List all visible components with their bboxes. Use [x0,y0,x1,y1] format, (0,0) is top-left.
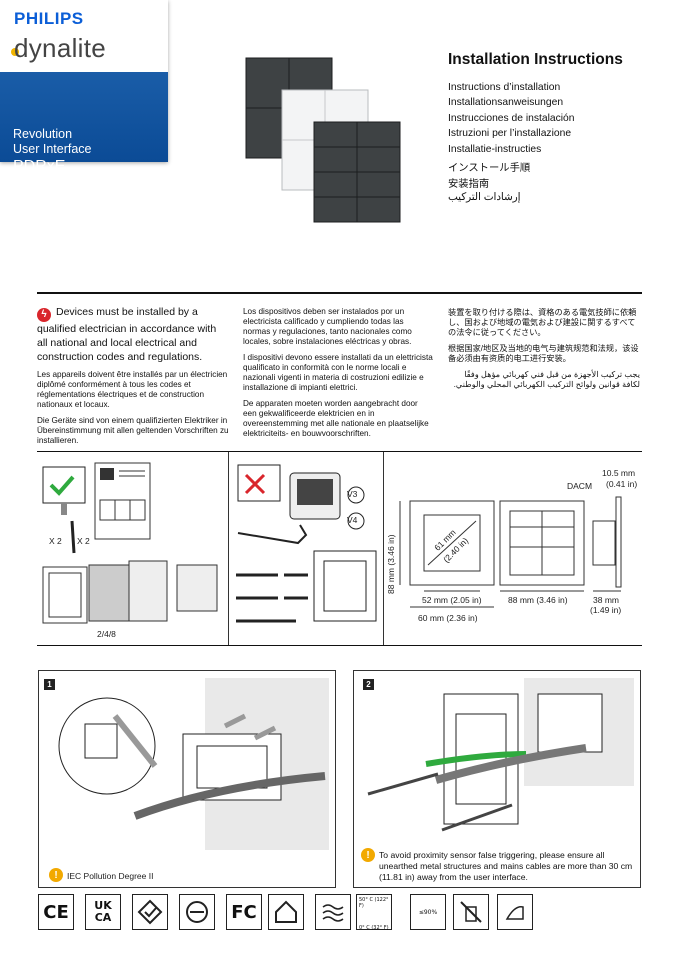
warning-ar: يجب تركيب الأجهزة من قبل فني كهربائي مؤه… [453,370,640,389]
temp-high: 50° C (122° F) [359,897,389,909]
lang-nl: Installatie-instructies [448,144,542,155]
screws-count-a: X 2 [49,536,62,546]
step-1-panel [38,670,336,888]
width-52: 52 mm (2.05 in) [422,595,482,605]
subtitle-line1: Revolution [13,127,73,141]
width-88: 88 mm (3.46 in) [508,595,568,605]
depth-10-5: 10.5 mm [602,468,636,478]
ce-mark-icon: CE [38,894,74,930]
temperature-range-icon: 50° C (122° F) 0° C (32° F) [356,894,392,931]
step-2-badge: 2 [363,679,374,690]
dynalite-logo: dynalite [14,33,107,63]
no-cleaning-spray-icon [453,894,489,930]
lang-ar: إرشادات التركيب [448,192,521,203]
proximity-warning-icon: ! [361,848,375,862]
warning-en: Devices must be installed by a qualified… [37,306,217,363]
depth-38: 38 mm [593,595,619,605]
step-1-illustration [58,678,329,850]
warning-ja: 装置を取り付ける際は、資格のある電気技師に依頼し、国および地域の電気および建設に… [448,308,637,337]
warning-col-2: Los dispositivos deben ser instalados po… [243,307,433,445]
lang-es: Instrucciones de instalación [448,113,575,124]
humidity-icon: ≤90% [410,894,446,930]
airflow-icon [315,894,351,930]
model-name: PDRxE [13,158,66,175]
lang-ja: インストール手順 [448,163,531,174]
step-1-badge: 1 [44,679,55,690]
rcm-mark-icon [132,894,168,930]
depth-10-5-in: (0.41 in) [606,479,638,489]
fcc-mark-icon: FC [226,894,262,930]
lang-de: Installationsanweisungen [448,97,564,108]
cleaning-cloth-icon [497,894,533,930]
screws-count-b: X 2 [77,536,90,546]
proximity-note: To avoid proximity sensor false triggeri… [379,850,633,882]
variant-v4: V4 [347,515,358,525]
divider-v1 [228,452,229,645]
warning-col-3: 装置を取り付ける際は、資格のある電気技師に依頼し、国および地域の電気および建設に… [448,308,640,396]
keypad-variants: 2/4/8 [97,629,116,639]
temp-low: 0° C (32° F) [359,925,389,931]
variant-v3: V3 [347,489,358,499]
warning-nl: De apparaten moeten worden aangebracht d… [243,399,429,438]
indoor-use-icon [268,894,304,930]
divider-top [37,292,642,294]
warning-de: Die Geräte sind von einem qualifizierten… [37,416,229,445]
warning-fr: Les appareils doivent être installés par… [37,370,228,409]
subtitle-line2: User Interface [13,142,92,156]
pollution-degree: IEC Pollution Degree II [67,871,154,881]
warning-it: I dispositivi devono essere installati d… [243,353,433,392]
china-rohs-icon [179,894,215,930]
philips-logo: PHILIPS [14,9,84,28]
warning-zh: 根据国家/地区及当地的电气与建筑规范和法规，该设备必须由有资质的电工进行安装。 [448,344,639,363]
tools-illustration [236,464,377,623]
divider-lower [37,645,642,646]
dimensions-drawing [399,496,622,608]
electrical-hazard-icon: ϟ [37,308,51,322]
brand-top: PHILIPS dynalite [0,0,168,72]
step-2-panel [353,670,641,888]
lang-fr: Instructions d’installation [448,82,561,93]
ukca-mark-icon: UK CA [85,894,121,930]
lang-zh: 安装指南 [448,179,490,190]
brand-band: PDRxE [0,72,168,175]
warning-es: Los dispositivos deben ser instalados po… [243,307,412,346]
humidity-limit: ≤90% [418,908,438,916]
product-illustration [245,57,401,223]
dacm-label: DACM [567,481,593,491]
page-title: Installation Instructions [448,51,623,68]
width-60: 60 mm (2.36 in) [418,613,478,623]
height-88: 88 mm (3.46 in) [386,534,396,594]
pollution-warning-icon: ! [49,868,63,882]
divider-mid [37,451,642,452]
divider-v2 [383,452,384,645]
brand-block: PHILIPS dynalite PDRxE Revolution User I… [0,0,168,175]
contents-illustration [42,462,218,624]
dynalite-dot-icon [11,48,19,56]
lang-it: Istruzioni per l’installazione [448,128,572,139]
step-2-illustration [367,678,634,832]
depth-38-in: (1.49 in) [590,605,622,615]
